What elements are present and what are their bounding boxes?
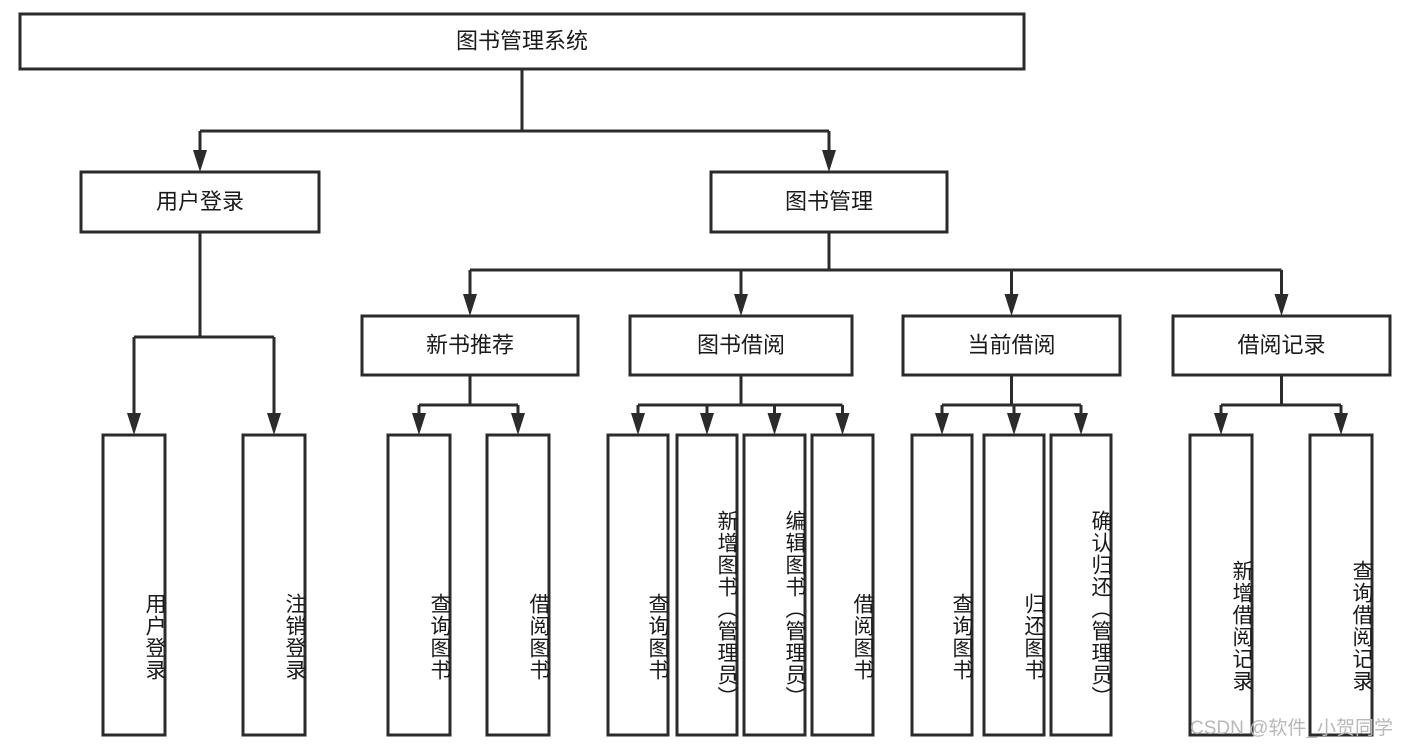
node-box-root[interactable] <box>18 12 1026 71</box>
node-box-leaf-user-login[interactable] <box>101 433 167 737</box>
node-box-leaf-query-book-3[interactable] <box>910 433 974 737</box>
node-label-root: 图书管理系统 <box>456 28 588 53</box>
node-box-leaf-logout[interactable] <box>241 433 307 737</box>
node-box-leaf-add-record[interactable] <box>1188 433 1254 737</box>
node-box-leaf-query-book-1[interactable] <box>386 433 452 737</box>
connector-layer <box>127 69 1348 435</box>
node-box-user-login[interactable] <box>79 170 321 234</box>
node-box-layer <box>18 12 1392 737</box>
node-label-user-login: 用户登录 <box>156 189 244 214</box>
node-box-book-manage[interactable] <box>709 170 949 234</box>
connector-group-book-borrow <box>631 375 850 435</box>
node-box-leaf-confirm-return[interactable] <box>1049 433 1113 737</box>
watermark-credit: CSDN @软件_小贺同学 <box>1190 718 1393 739</box>
node-label-new-book-rec: 新书推荐 <box>426 332 514 357</box>
connector-group-book-manage <box>463 232 1289 316</box>
node-box-leaf-query-book-2[interactable] <box>606 433 670 737</box>
node-label-book-manage: 图书管理 <box>785 189 873 214</box>
connector-group-current-borrow <box>935 375 1088 435</box>
node-box-leaf-add-book[interactable] <box>675 433 739 737</box>
node-box-current-borrow[interactable] <box>901 314 1122 377</box>
connector-group-new-book-rec <box>412 375 525 435</box>
node-label-current-borrow: 当前借阅 <box>967 332 1055 357</box>
node-box-leaf-return-book[interactable] <box>982 433 1046 737</box>
node-box-leaf-borrow-book-2[interactable] <box>810 433 875 737</box>
connector-group-borrow-record <box>1214 375 1348 435</box>
node-box-new-book-rec[interactable] <box>360 314 580 377</box>
node-label-borrow-record: 借阅记录 <box>1237 332 1325 357</box>
node-box-book-borrow[interactable] <box>628 314 854 377</box>
node-box-leaf-edit-book[interactable] <box>742 433 807 737</box>
connector-group-root <box>193 69 836 172</box>
node-box-leaf-query-record[interactable] <box>1308 433 1374 737</box>
node-box-leaf-borrow-book-1[interactable] <box>485 433 551 737</box>
connector-group-user-login <box>127 232 281 435</box>
node-label-book-borrow: 图书借阅 <box>697 332 785 357</box>
node-box-borrow-record[interactable] <box>1171 314 1392 377</box>
